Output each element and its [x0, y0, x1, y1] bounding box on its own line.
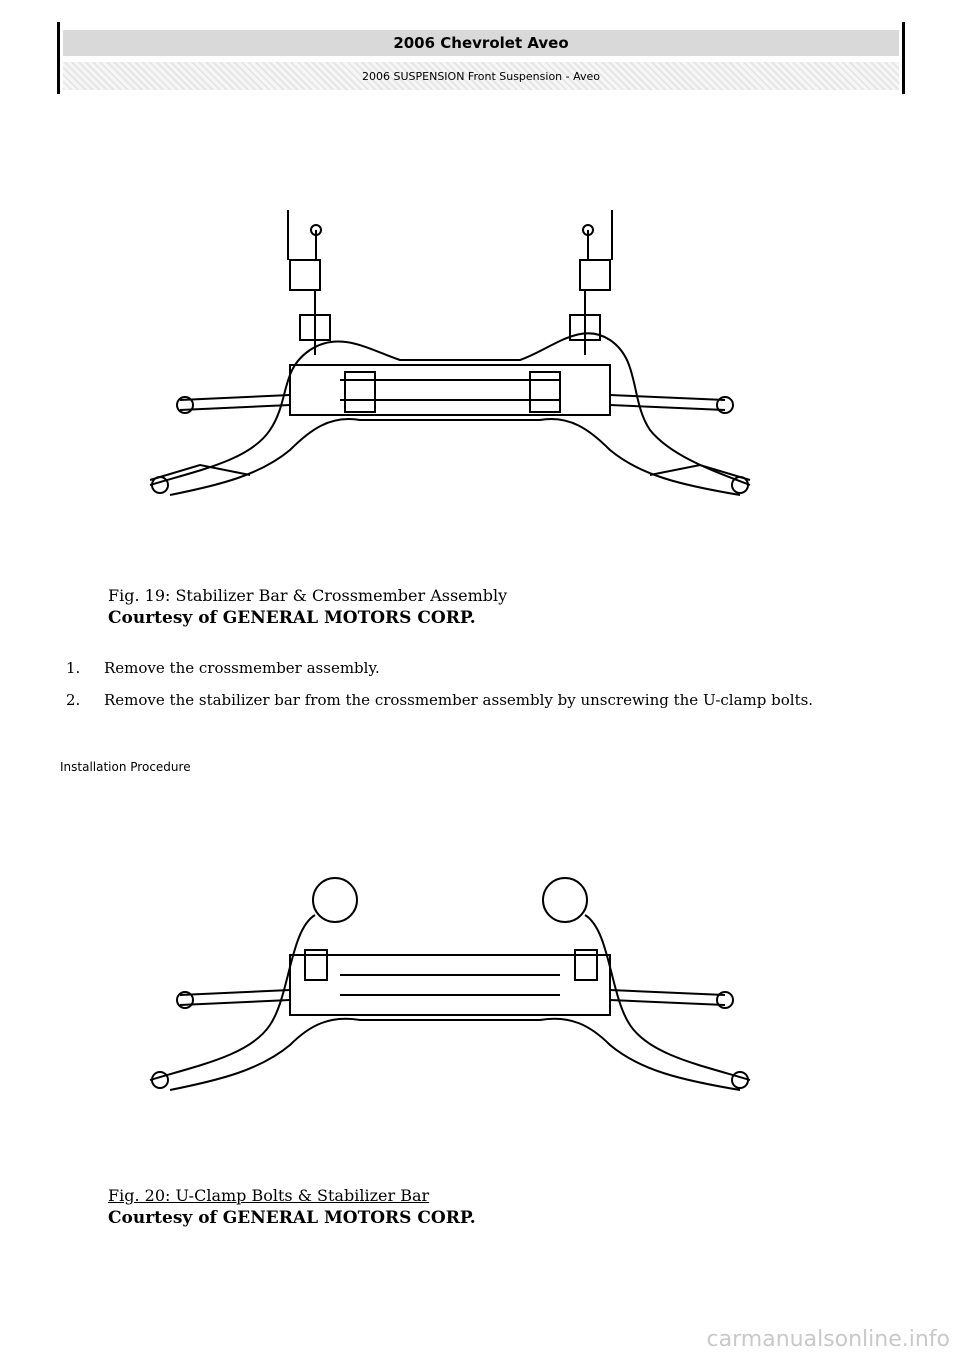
step-item: 1. Remove the crossmember assembly.: [66, 655, 906, 681]
figure-20-caption: Fig. 20: U-Clamp Bolts & Stabilizer Bar …: [108, 1185, 476, 1229]
figure-19-illustration: [140, 200, 760, 510]
removal-steps: 1. Remove the crossmember assembly. 2. R…: [66, 655, 906, 713]
watermark: carmanualsonline.info: [706, 1327, 950, 1352]
figure-20-courtesy: Courtesy of GENERAL MOTORS CORP.: [108, 1208, 476, 1228]
header-right-rule: [902, 22, 905, 94]
step-number: 2.: [66, 691, 81, 709]
figure-19-caption: Fig. 19: Stabilizer Bar & Crossmember As…: [108, 585, 507, 629]
figure-19-title: Fig. 19: Stabilizer Bar & Crossmember As…: [108, 586, 508, 605]
header-left-rule: [57, 22, 60, 94]
header-title: 2006 Chevrolet Aveo: [63, 30, 899, 56]
step-number: 1.: [66, 659, 81, 677]
section-heading: Installation Procedure: [60, 760, 191, 774]
step-text: Remove the stabilizer bar from the cross…: [104, 691, 814, 709]
page-header: 2006 Chevrolet Aveo 2006 SUSPENSION Fron…: [57, 22, 905, 94]
figure-20-title: Fig. 20: U-Clamp Bolts & Stabilizer Bar: [108, 1186, 430, 1205]
step-text: Remove the crossmember assembly.: [104, 659, 380, 677]
step-item: 2. Remove the stabilizer bar from the cr…: [66, 687, 906, 713]
header-subtitle: 2006 SUSPENSION Front Suspension - Aveo: [63, 62, 899, 90]
figure-19-courtesy: Courtesy of GENERAL MOTORS CORP.: [108, 608, 476, 628]
figure-20-illustration: [140, 870, 760, 1100]
